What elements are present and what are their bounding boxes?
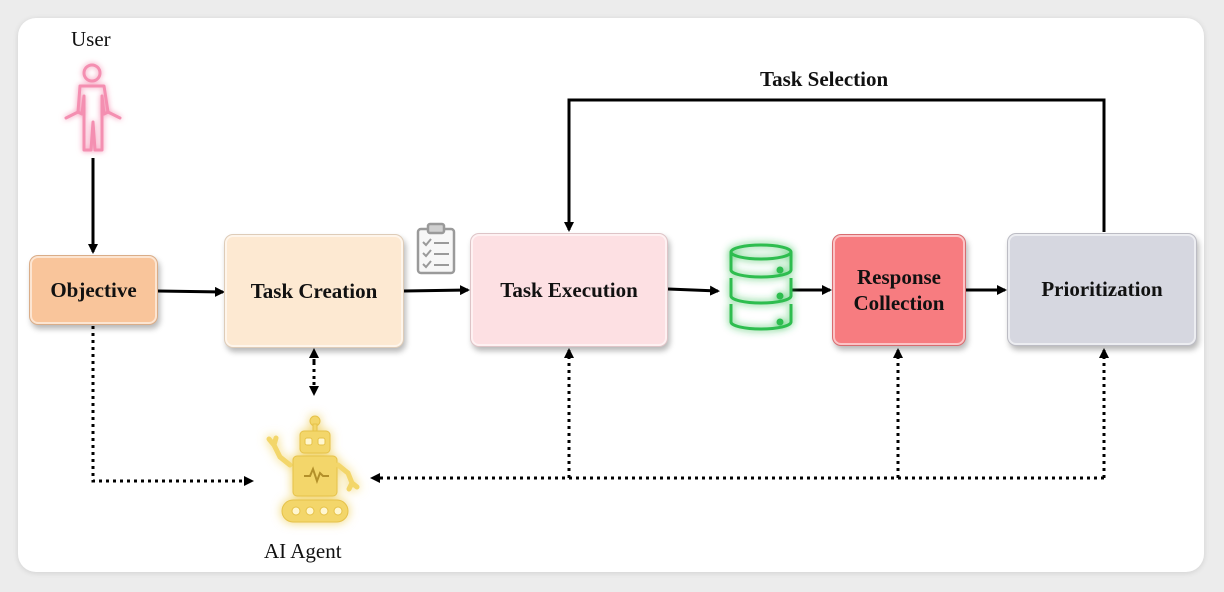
user-label: User: [71, 27, 111, 51]
solid-arrows: [88, 98, 1106, 297]
dotted-arrows: [91, 326, 1109, 486]
agent-label: AI Agent: [264, 539, 342, 563]
task-selection-label: Task Selection: [760, 67, 889, 91]
arrow-objective-to-task-creation: [157, 286, 225, 297]
database-icon: [729, 243, 793, 331]
response-collection-label: Response Collection: [853, 264, 945, 315]
arrow-task-execution-to-database: [667, 285, 720, 296]
prioritization-label: Prioritization: [1041, 277, 1163, 302]
task-execution-node: Task Execution: [470, 233, 668, 347]
task-creation-node: Task Creation: [224, 234, 404, 348]
robot-icon: [266, 415, 360, 523]
task-execution-label: Task Execution: [500, 277, 638, 302]
prioritization-node: Prioritization: [1007, 233, 1197, 346]
user-icon: [64, 63, 122, 152]
arrow-task-creation-to-task-execution: [403, 285, 470, 296]
objective-node: Objective: [29, 255, 158, 325]
task-creation-label: Task Creation: [250, 278, 378, 303]
response-collection-node: Response Collection: [832, 234, 966, 346]
dotted-objective-to-agent: [91, 326, 254, 486]
arrow-task-selection-loop: [564, 98, 1106, 232]
objective-label: Objective: [50, 277, 137, 302]
clipboard-icon: [416, 222, 456, 275]
